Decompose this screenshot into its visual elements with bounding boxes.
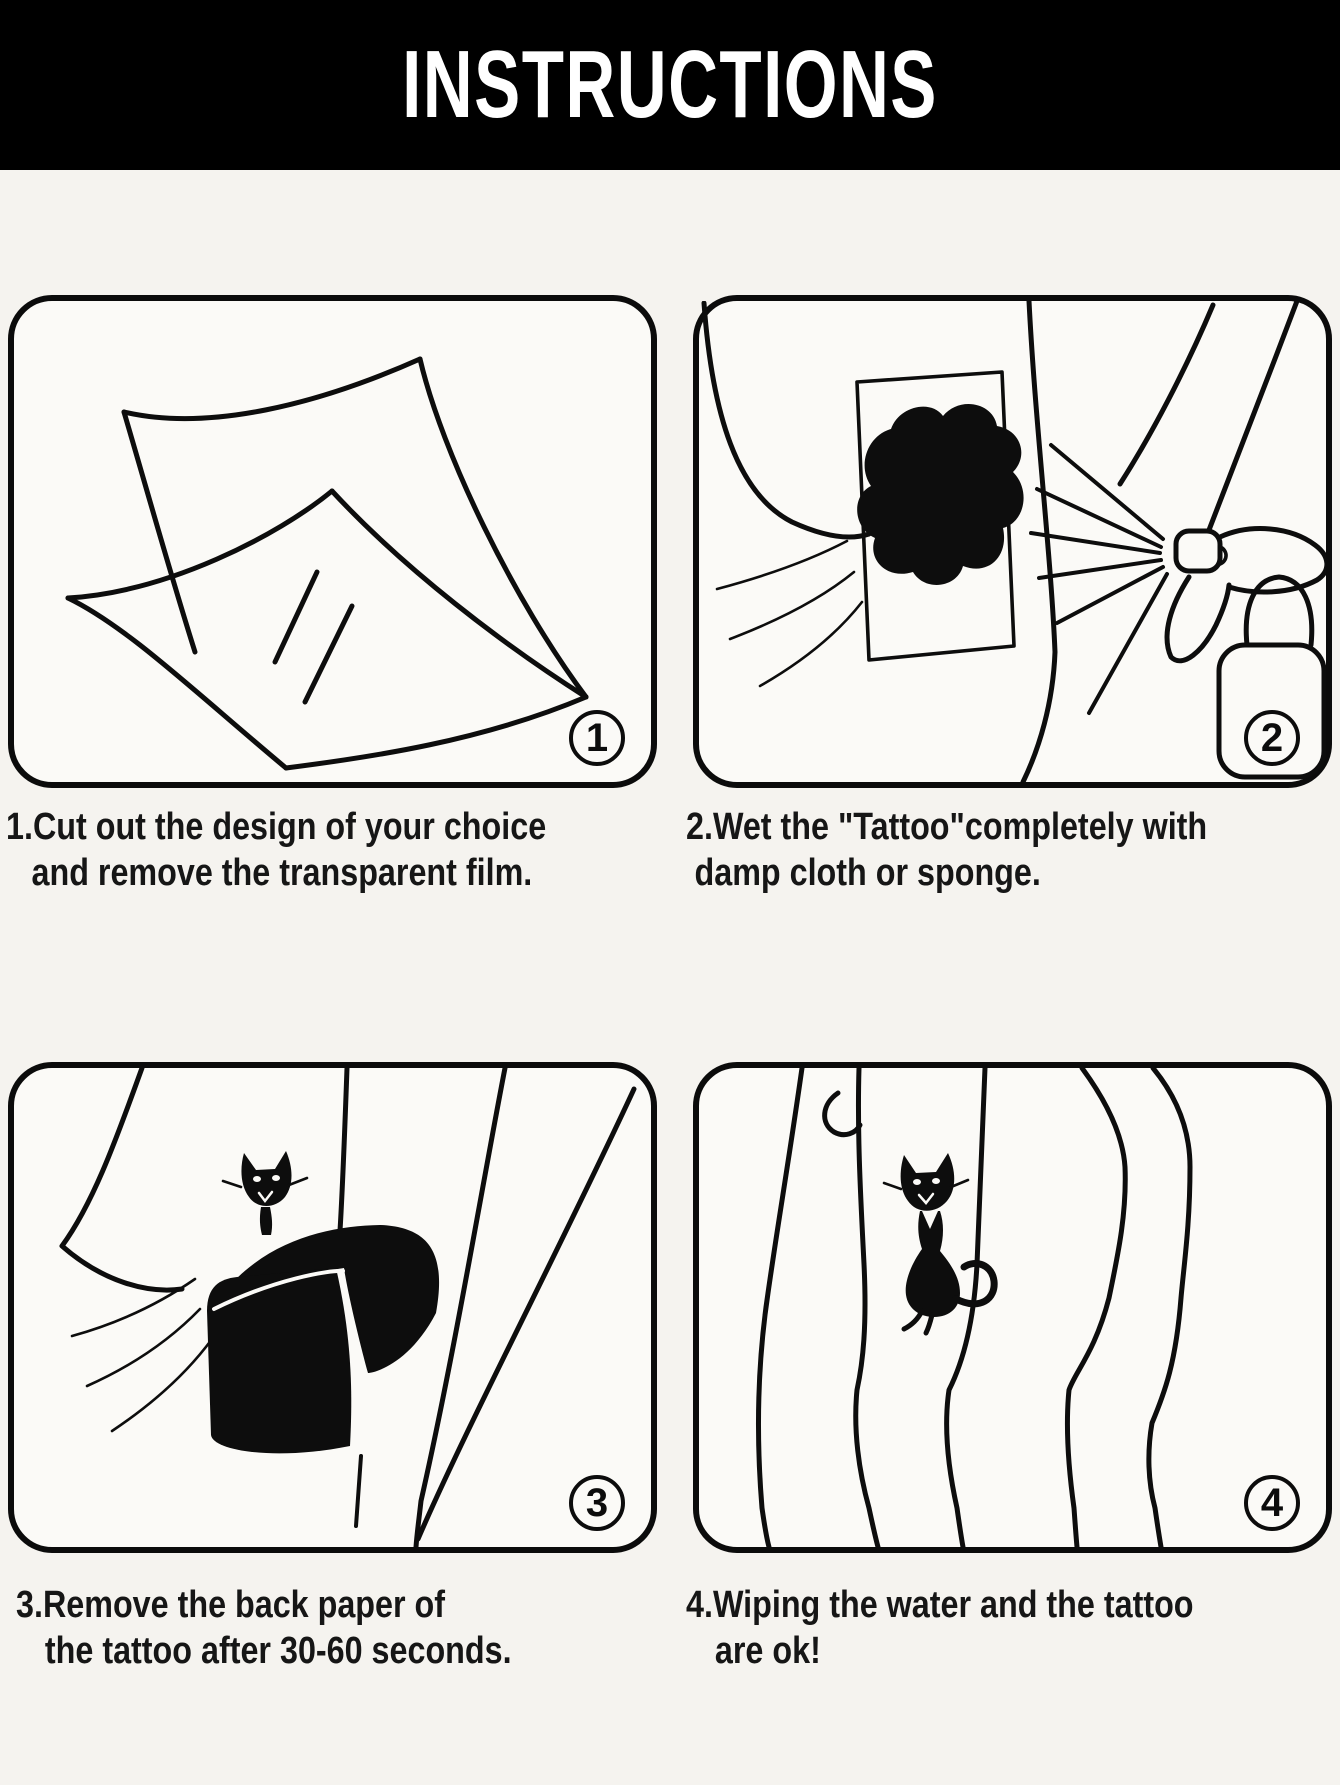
caption-line: and remove the transparent film. bbox=[31, 852, 533, 894]
transparent-film-drawing bbox=[65, 488, 589, 771]
tattoo-blob bbox=[857, 403, 1024, 585]
caption-line: 4.Wiping the water and the tattoo bbox=[686, 1584, 1194, 1626]
step-2-panel: 2 bbox=[693, 295, 1332, 788]
cat-head-peeking bbox=[221, 1151, 309, 1235]
arm-outlines bbox=[701, 301, 1300, 782]
tattoo-paper bbox=[855, 370, 1024, 662]
caption-line: the tattoo after 30-60 seconds. bbox=[44, 1630, 512, 1672]
shine-lines bbox=[272, 569, 355, 705]
step-3-panel: 3 bbox=[8, 1062, 657, 1553]
step-1-number-badge: 1 bbox=[569, 710, 625, 766]
paper-sheet-drawing bbox=[121, 356, 589, 771]
fold-crease-highlight bbox=[212, 1268, 345, 1311]
illustration-finished-tattoo bbox=[755, 1068, 1193, 1547]
step-2-number-badge: 2 bbox=[1244, 710, 1300, 766]
caption-line: 1.Cut out the design of your choice bbox=[6, 806, 547, 848]
step-4-caption: 4.Wiping the water and the tattoo are ok… bbox=[686, 1582, 1340, 1674]
caption-line: are ok! bbox=[714, 1630, 821, 1672]
spray-bottle-icon bbox=[1164, 526, 1326, 780]
step-2-caption: 2.Wet the "Tattoo"completely with damp c… bbox=[686, 804, 1340, 896]
cat-tattoo bbox=[882, 1153, 998, 1336]
spray-lines bbox=[1029, 443, 1169, 715]
step-4-panel: 4 bbox=[693, 1062, 1332, 1553]
step-1-caption: 1.Cut out the design of your choice and … bbox=[6, 804, 706, 896]
caption-line: damp cloth or sponge. bbox=[694, 852, 1041, 894]
illustration-spray-water bbox=[701, 301, 1326, 782]
page-title: INSTRUCTIONS bbox=[402, 31, 938, 138]
illustration-peel-film bbox=[65, 356, 589, 771]
back-paper-flap bbox=[207, 1225, 440, 1454]
step-3-caption: 3.Remove the back paper of the tattoo af… bbox=[16, 1582, 716, 1674]
illustration-peel-backing bbox=[59, 1068, 637, 1547]
step-4-number-badge: 4 bbox=[1244, 1475, 1300, 1531]
leg-outlines bbox=[755, 1068, 1193, 1547]
caption-line: 3.Remove the back paper of bbox=[16, 1584, 446, 1626]
header-band: INSTRUCTIONS bbox=[0, 0, 1340, 170]
step-3-number-badge: 3 bbox=[569, 1475, 625, 1531]
step-1-panel: 1 bbox=[8, 295, 657, 788]
caption-line: 2.Wet the "Tattoo"completely with bbox=[686, 806, 1208, 848]
arm-outlines bbox=[59, 1068, 637, 1547]
